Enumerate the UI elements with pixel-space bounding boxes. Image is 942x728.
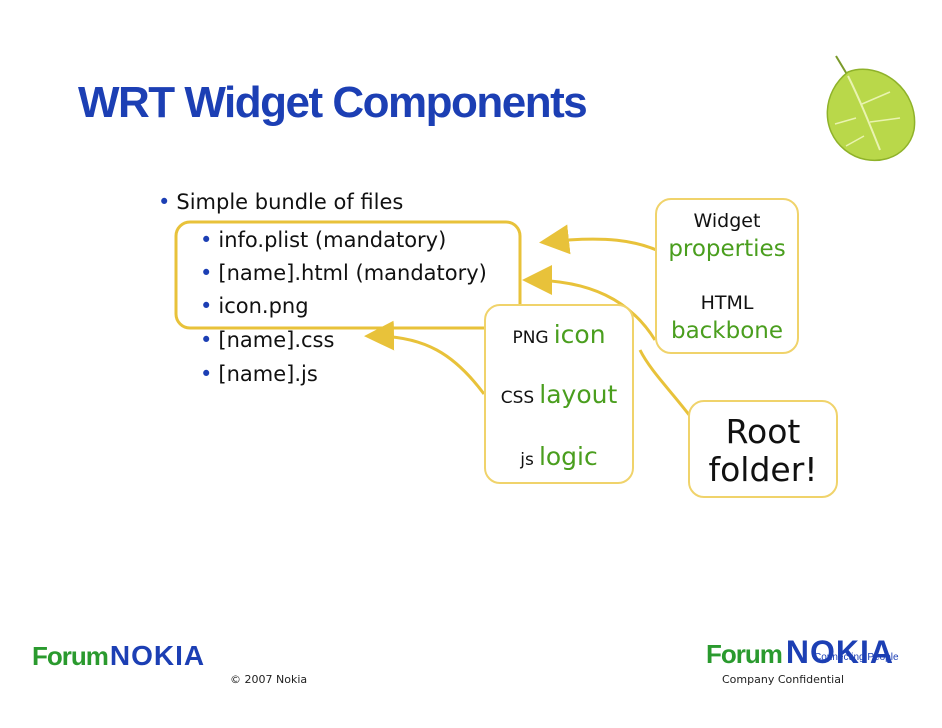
callout-root-label: Root bbox=[690, 412, 836, 451]
callout-properties-label: properties bbox=[657, 236, 797, 262]
callout-backbone-label: backbone bbox=[657, 318, 797, 344]
callout-folder-label: folder! bbox=[690, 450, 836, 489]
forum-nokia-logo-left: ForumNOKIA bbox=[32, 640, 205, 672]
bullet-dot-icon: • bbox=[158, 190, 170, 214]
bullet-dot-icon: • bbox=[200, 362, 212, 386]
callout-widget-label: Widget bbox=[657, 210, 797, 232]
sub-bullet: •[name].html (mandatory) bbox=[200, 261, 487, 285]
main-bullet: •Simple bundle of files bbox=[158, 190, 403, 214]
bullet-dot-icon: • bbox=[200, 294, 212, 318]
callout-css-row: CSS layout bbox=[486, 380, 632, 409]
sub-bullet: •[name].js bbox=[200, 362, 318, 386]
callout-root-folder: Root folder! bbox=[688, 400, 838, 498]
callout-widget-html: Widget properties HTML backbone bbox=[655, 198, 799, 354]
tagline-text: Connecting People bbox=[814, 652, 899, 663]
callout-js-row: js logic bbox=[486, 442, 632, 471]
copyright-text: © 2007 Nokia bbox=[230, 673, 307, 686]
sub-bullet: •icon.png bbox=[200, 294, 309, 318]
sub-bullet: •[name].css bbox=[200, 328, 334, 352]
callout-html-label: HTML bbox=[657, 292, 797, 314]
bullet-dot-icon: • bbox=[200, 261, 212, 285]
bullet-dot-icon: • bbox=[200, 228, 212, 252]
callout-file-types: PNG icon CSS layout js logic bbox=[484, 304, 634, 484]
callout-png-row: PNG icon bbox=[486, 320, 632, 349]
bullet-dot-icon: • bbox=[200, 328, 212, 352]
confidential-text: Company Confidential bbox=[722, 673, 844, 686]
sub-bullet: •info.plist (mandatory) bbox=[200, 228, 446, 252]
page-title: WRT Widget Components bbox=[78, 78, 586, 128]
